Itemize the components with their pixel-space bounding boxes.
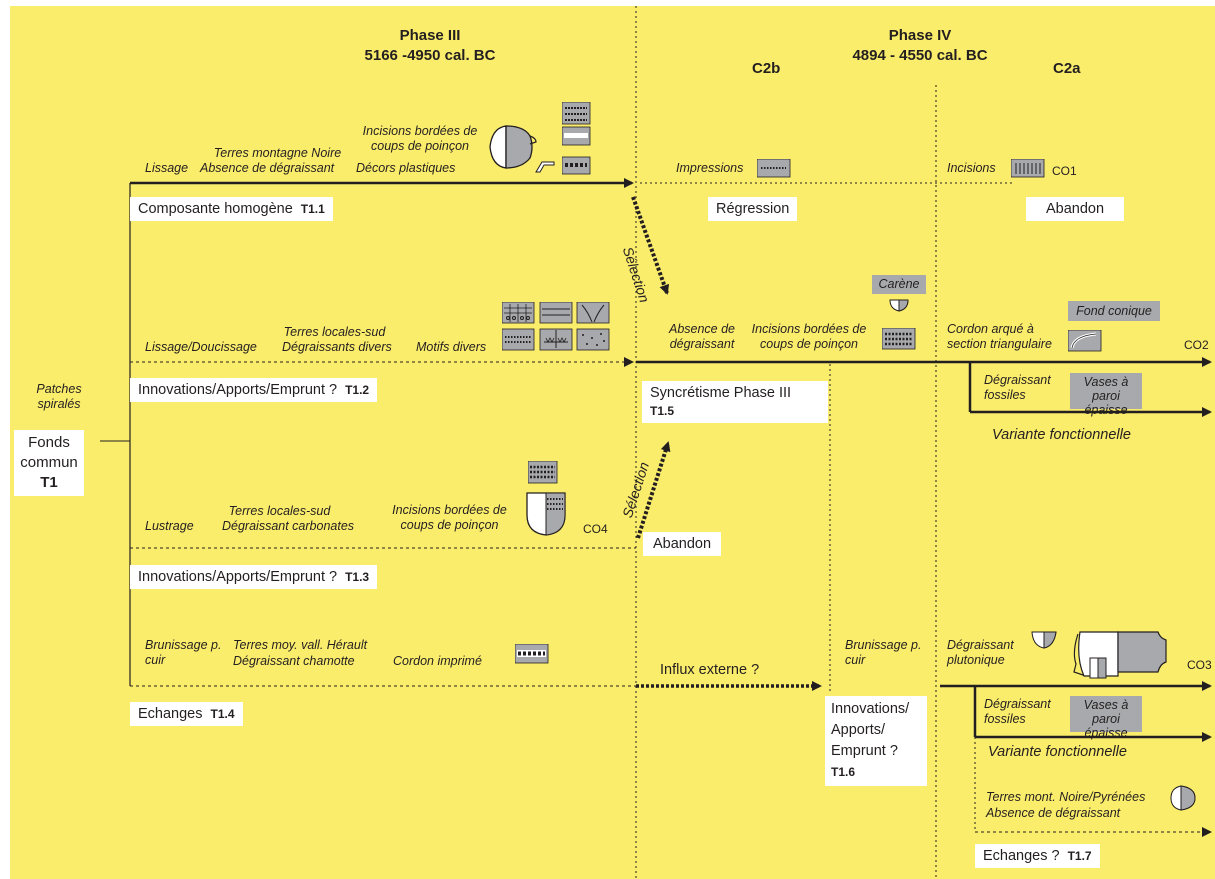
t12-terres: Terres locales-sud [283,325,386,339]
t11-label: Composante homogène [138,201,293,217]
t17-label: Echanges ? [983,848,1060,864]
fond-conique-icon [1068,330,1102,352]
column-c2b: C2b [752,60,781,77]
t15-label: Syncrétisme Phase III [650,385,792,401]
t11-code: T1.1 [300,202,325,216]
t17-absence: Absence de dégraissant [986,806,1121,820]
regression-box: Régression [708,197,798,221]
t15-box: Syncrétisme Phase III T1.5 [642,381,828,423]
variante-label-co2: Variante fonctionnelle [992,427,1131,443]
decor-swatch-icons [562,102,591,175]
t14-label: Echanges [138,706,203,722]
selection-arrow-down [631,196,670,295]
t14-cordon: Cordon imprimé [393,654,482,668]
t16-brunissage: Brunissage p. cuir [845,638,922,667]
t15-incisions: Incisions bordées de coups de poinçon [751,322,867,351]
t12-code: T1.2 [345,383,370,397]
t11-incisions-c2a: Incisions [947,161,996,175]
t13-box: Innovations/Apports/Emprunt ? T1.3 [130,565,378,589]
co2-label: CO2 [1184,338,1209,352]
t15-code: T1.5 [650,404,675,418]
fond-conique-box: Fond conique [1068,301,1160,321]
t16-code: T1.6 [831,765,856,779]
phase4-title: Phase IV [888,27,952,44]
t17-code: T1.7 [1067,849,1092,863]
t12-box: Innovations/Apports/Emprunt ? T1.2 [130,378,378,402]
t11-lissage: Lissage [145,161,189,175]
t12-label: Innovations/Apports/Emprunt ? [138,382,338,398]
t13-pot-icon [526,492,566,536]
abandon-box-c2a: Abandon [1026,197,1125,221]
t16-fossiles: Dégraissant fossiles [984,697,1051,726]
co3-label: CO3 [1187,658,1212,672]
t13-degraissant: Dégraissant carbonates [222,519,355,533]
cordon-imprime-icon [515,644,549,664]
incision-punch-icon [882,328,916,350]
impression-swatch-icon [757,159,791,178]
t12-motifs: Motifs divers [416,340,487,354]
selection-arrow-up [636,441,671,539]
t13-swatch-icon [528,461,558,484]
t17-box: Echanges ? T1.7 [975,844,1100,868]
t11-decors: Décors plastiques [356,161,456,175]
phase3-title: Phase III [399,27,461,44]
t14-degraissant: Dégraissant chamotte [233,654,355,668]
t11-incisions: Incisions bordées de coups de poinçon [362,124,478,153]
t12-lissage: Lissage/Doucissage [145,340,257,354]
abandon-box-t13: Abandon [643,532,722,556]
co1-label: CO1 [1052,164,1077,178]
incision-swatch-icon [1011,159,1045,178]
phase3-dates: 5166 -4950 cal. BC [364,47,496,64]
t11-impressions: Impressions [676,161,744,175]
t16-label: Innovations/ Apports/ Emprunt ? [831,701,910,759]
t14-brunissage: Brunissage p. cuir [145,638,222,667]
t17-terres: Terres mont. Noire/Pyrénées [986,790,1146,804]
motif-swatch-icons [502,302,610,351]
t14-box: Echanges T1.4 [130,702,243,726]
pot-profile-icon [489,125,555,173]
vases-box-co3: Vases à paroi épaisse [1070,696,1142,740]
origin-label: Fonds commun [20,434,78,471]
column-c2a: C2a [1053,60,1081,77]
influx-label: Influx externe ? [660,662,760,678]
variante-label-co3: Variante fonctionnelle [988,744,1127,760]
t13-lustrage: Lustrage [145,519,194,533]
carene-pot-icon [889,299,909,312]
phase4-dates: 4894 - 4550 cal. BC [852,47,988,64]
t13-label: Innovations/Apports/Emprunt ? [138,569,338,585]
origin-note: Patches spiralés [36,382,82,411]
co4-label: CO4 [583,522,608,536]
t15-cordon: Cordon arqué à section triangulaire [947,322,1052,351]
t16-plutonique: Dégraissant plutonique [947,638,1014,667]
t16-pot-icons [1031,631,1167,679]
t11-degraissant: Absence de dégraissant [200,161,335,175]
t17-pot-icon [1170,785,1196,811]
diagram-background [10,6,1215,879]
t13-code: T1.3 [345,570,370,584]
origin-code: T1 [40,474,58,491]
origin-box: Fonds commun T1 [14,430,84,496]
t11-terres: Terres montagne Noire [213,146,342,160]
vases-box-co2: Vases à paroi épaisse [1070,373,1142,417]
t12-degraissant: Dégraissants divers [282,340,392,354]
t13-incisions: Incisions bordées de coups de poinçon [392,503,507,532]
t13-terres: Terres locales-sud [228,504,331,518]
t15-fossiles: Dégraissant fossiles [984,373,1051,402]
t16-box: Innovations/ Apports/ Emprunt ? T1.6 [825,696,927,786]
t15-absence: Absence de dégraissant [668,322,736,351]
carene-box: Carène [872,275,926,294]
t11-box: Composante homogène T1.1 [130,197,333,221]
t14-code: T1.4 [210,707,235,721]
t14-terres: Terres moy. vall. Hérault [233,638,368,652]
